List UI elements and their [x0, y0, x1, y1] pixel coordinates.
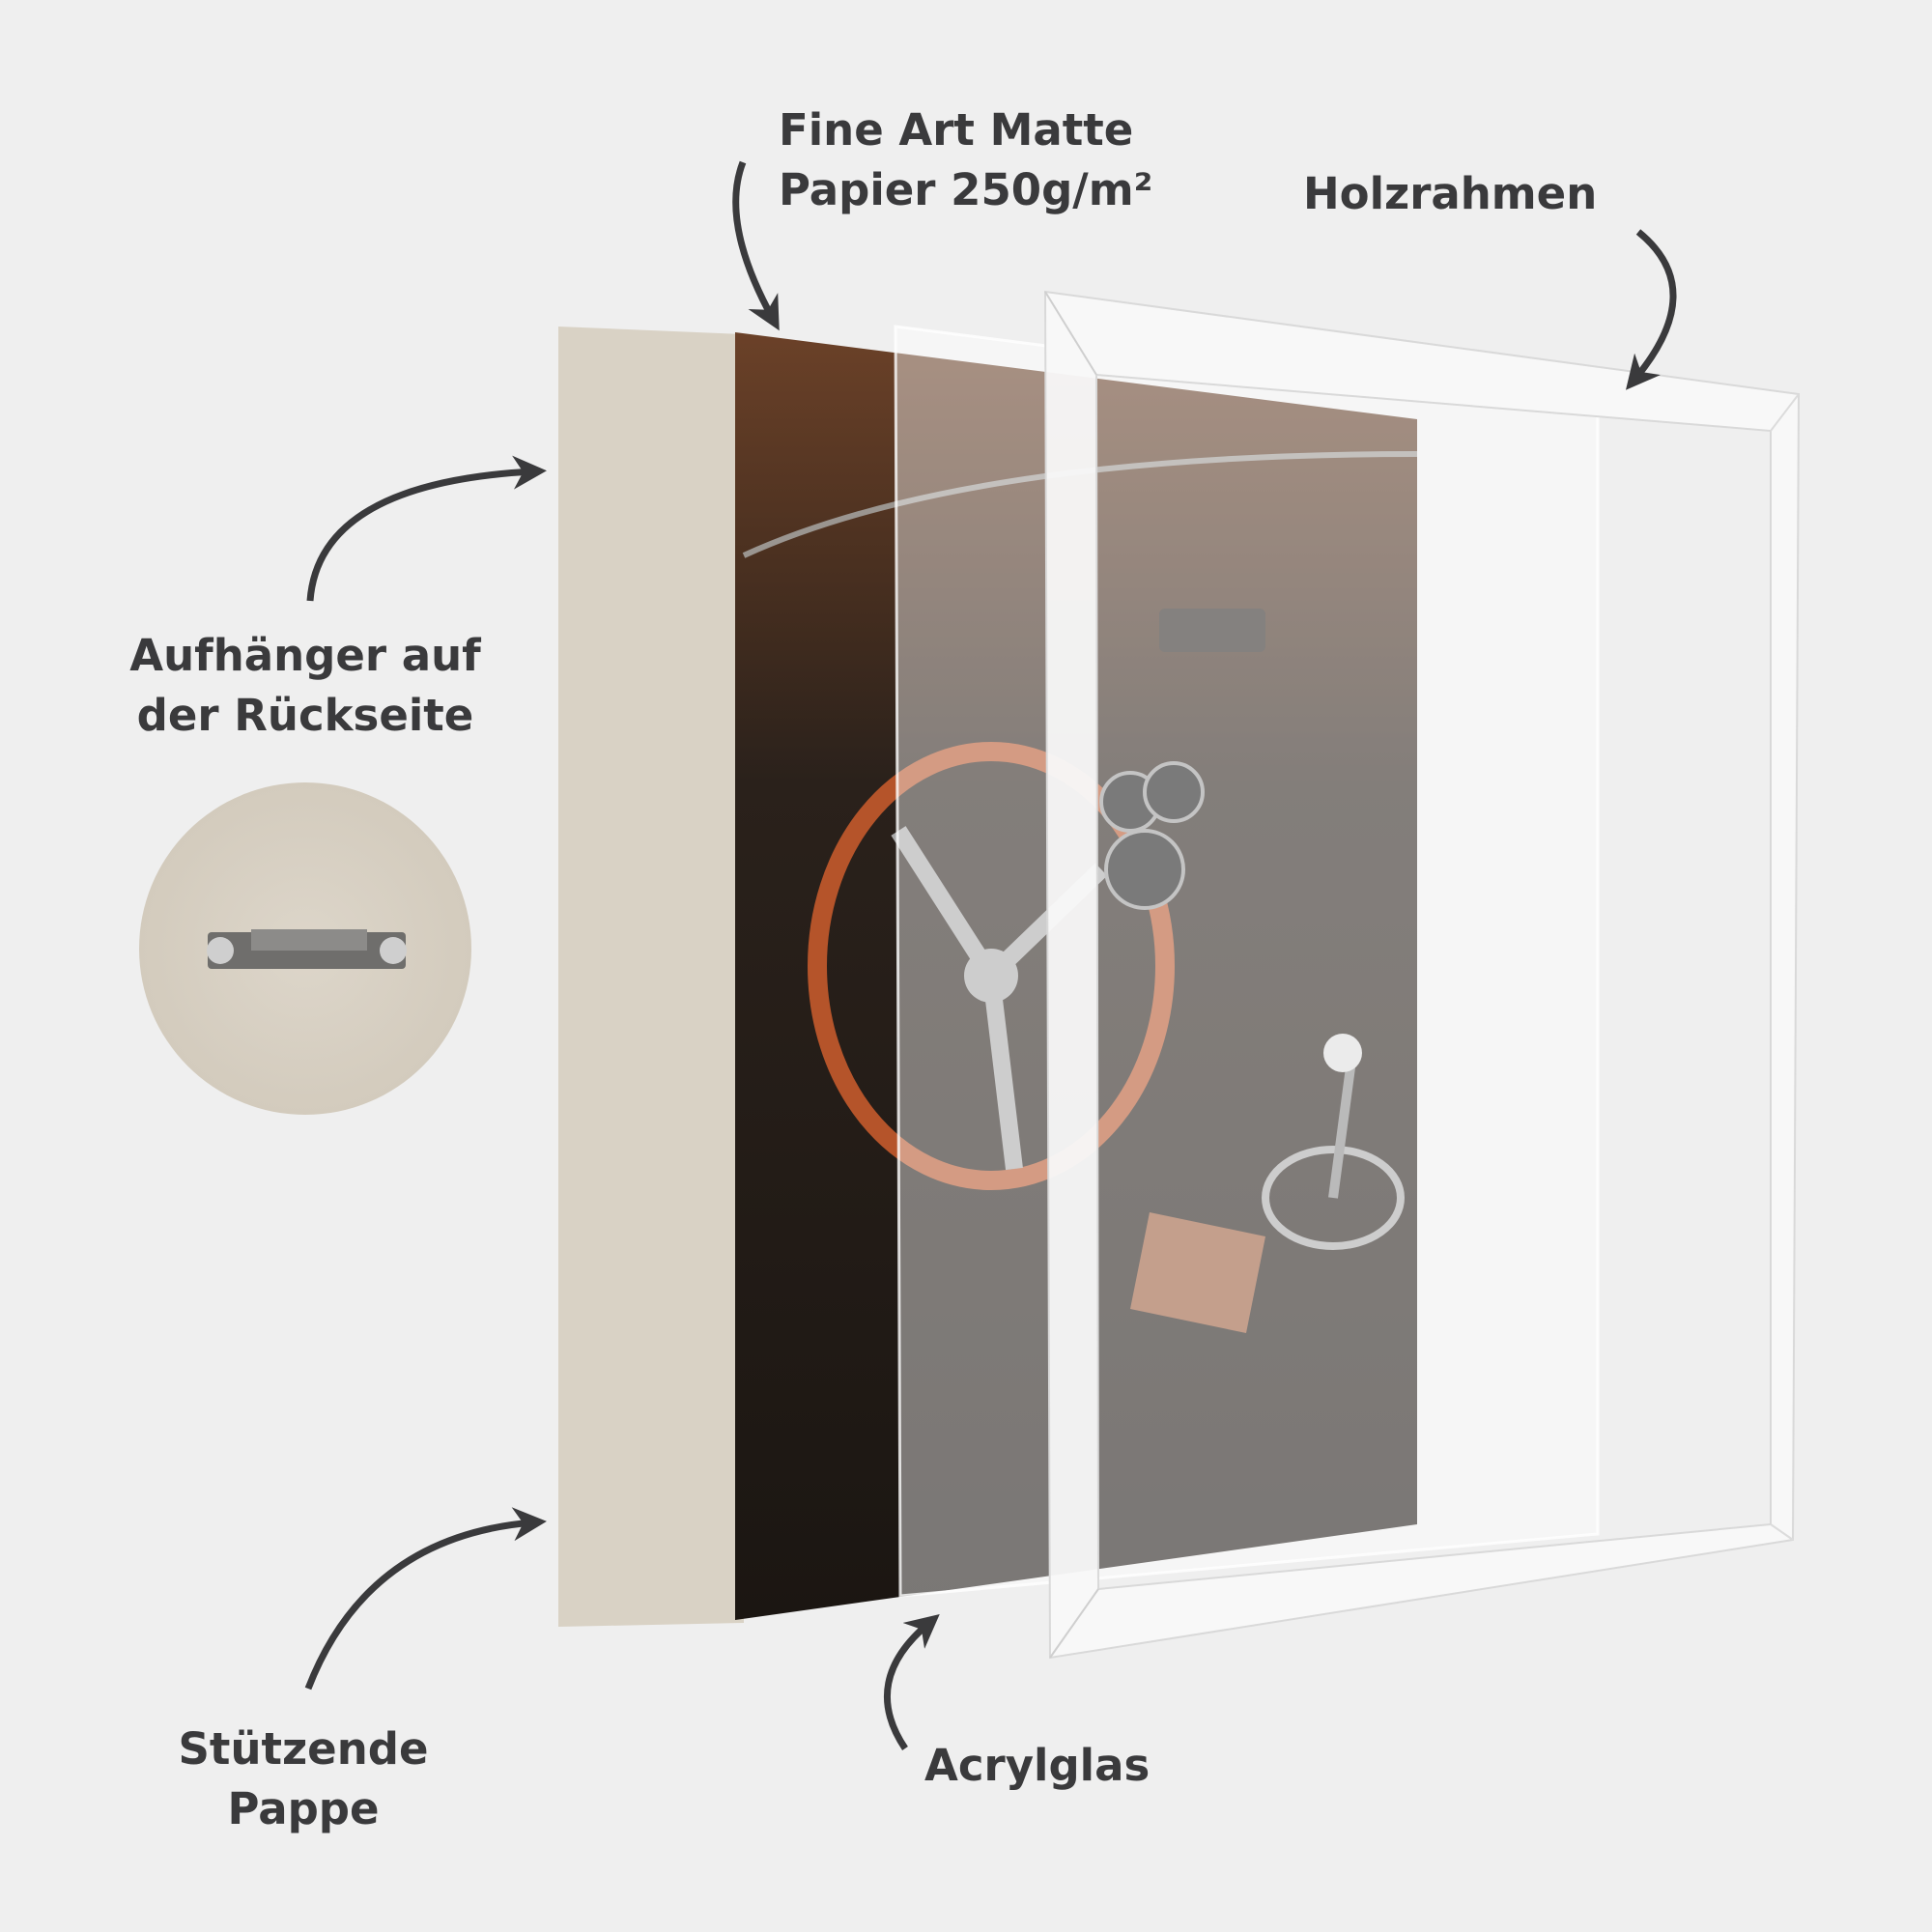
gauge [1143, 761, 1205, 823]
label-hanger-line2: der Rückseite [136, 690, 474, 741]
arrow-frame [1626, 229, 1677, 390]
label-frame: Holzrahmen [1303, 168, 1598, 219]
arrow-acrylic [883, 1614, 940, 1750]
label-backing: Stützende Pappe [179, 1719, 429, 1839]
label-backing-line2: Pappe [227, 1783, 380, 1834]
label-backing-line1: Stützende [178, 1723, 429, 1775]
windshield-frame [742, 451, 1418, 558]
label-paper-line1: Fine Art Matte [779, 104, 1134, 156]
rear-mirror [1159, 609, 1265, 652]
steering-wheel [808, 742, 1175, 1190]
gear-knob [1323, 1034, 1362, 1072]
label-hanger-line1: Aufhänger auf [129, 630, 481, 681]
gear-shift-boot [1262, 1146, 1405, 1250]
label-hanger: Aufhänger auf der Rückseite [129, 626, 480, 746]
arrow-paper [732, 160, 780, 331]
label-acrylic: Acrylglas [924, 1740, 1151, 1791]
leather-patch [1130, 1212, 1265, 1333]
acrylic-glass [894, 325, 1600, 1598]
hanger-detail [139, 782, 471, 1115]
arrow-hanger [306, 455, 547, 602]
arrow-backing [304, 1507, 547, 1690]
gauge [1104, 829, 1185, 910]
label-paper: Fine Art Matte Papier 250g/m² [779, 100, 1152, 220]
label-paper-line2: Papier 250g/m² [779, 164, 1153, 215]
backing-cardboard [558, 327, 744, 1627]
